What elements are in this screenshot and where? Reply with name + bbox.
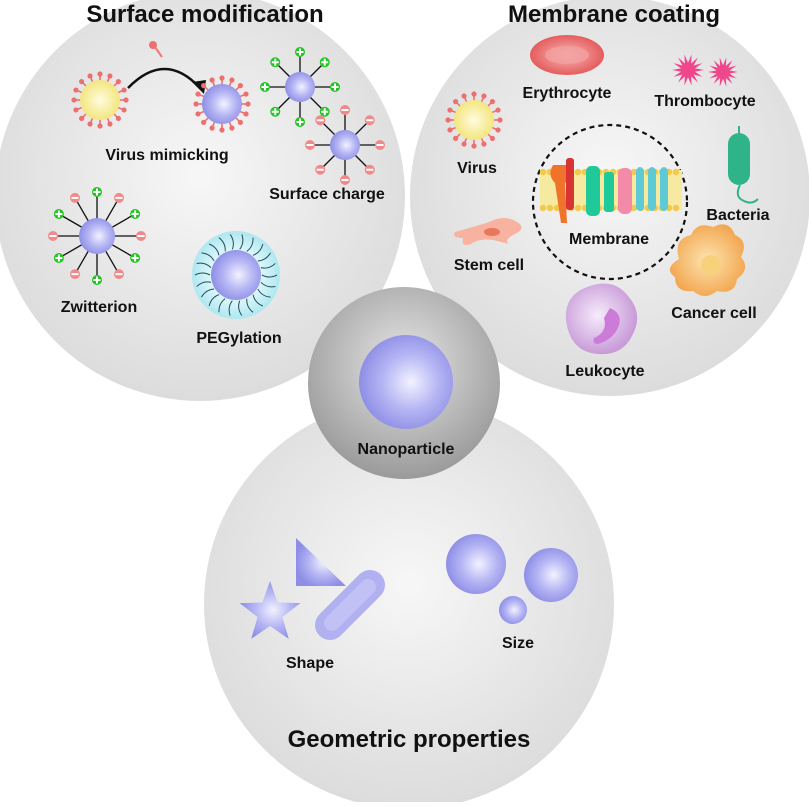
virus-icon [445,91,503,149]
geometric-properties-title: Geometric properties [288,726,531,753]
erythrocyte-label: Erythrocyte [523,85,612,102]
geometric-properties-region [204,399,614,807]
nanoparticle-sphere-icon [359,335,453,429]
erythrocyte-icon [530,35,604,75]
zwitterion-particle-icon [48,187,146,285]
bacteria-label: Bacteria [706,207,769,224]
triangle-shape-icon [296,538,346,586]
stem-cell-icon [454,218,522,246]
positive-charge-particle-icon [260,47,340,127]
surface-modification-title: Surface modification [86,1,323,28]
cancer-cell-label: Cancer cell [671,305,756,322]
lipid-bilayer-icon [539,158,682,223]
virus-mimicking-label: Virus mimicking [105,147,228,164]
medium-sphere-icon [524,548,578,602]
surface-charge-label: Surface charge [269,186,385,203]
virus-mimicking-particle-icon [193,75,251,133]
size-label: Size [502,635,534,652]
shape-label: Shape [286,655,334,672]
cancer-cell-icon [669,224,746,296]
nanoparticle-label: Nanoparticle [358,441,455,458]
ligand-pin-icon [149,41,163,58]
negative-charge-particle-icon [305,105,385,185]
zwitterion-label: Zwitterion [61,299,137,316]
pegylation-label: PEGylation [196,330,281,347]
leukocyte-label: Leukocyte [565,363,644,380]
membrane-zoom-circle [531,123,689,281]
thrombocyte-label: Thrombocyte [654,93,755,110]
membrane-coating-title: Membrane coating [508,1,720,28]
thrombocyte-icon [672,54,738,87]
star-shape-icon [239,581,301,639]
virus-mimic-icon [71,71,129,129]
pegylated-particle-icon [192,231,280,319]
large-sphere-icon [446,534,506,594]
membrane-label: Membrane [569,231,649,248]
small-sphere-icon [499,596,527,624]
rod-shape-icon [315,570,385,640]
bacteria-icon [728,126,759,204]
stem-cell-label: Stem cell [454,257,524,274]
curved-arrow-icon [127,67,201,89]
virus-label: Virus [457,160,497,177]
leukocyte-icon [565,283,638,355]
